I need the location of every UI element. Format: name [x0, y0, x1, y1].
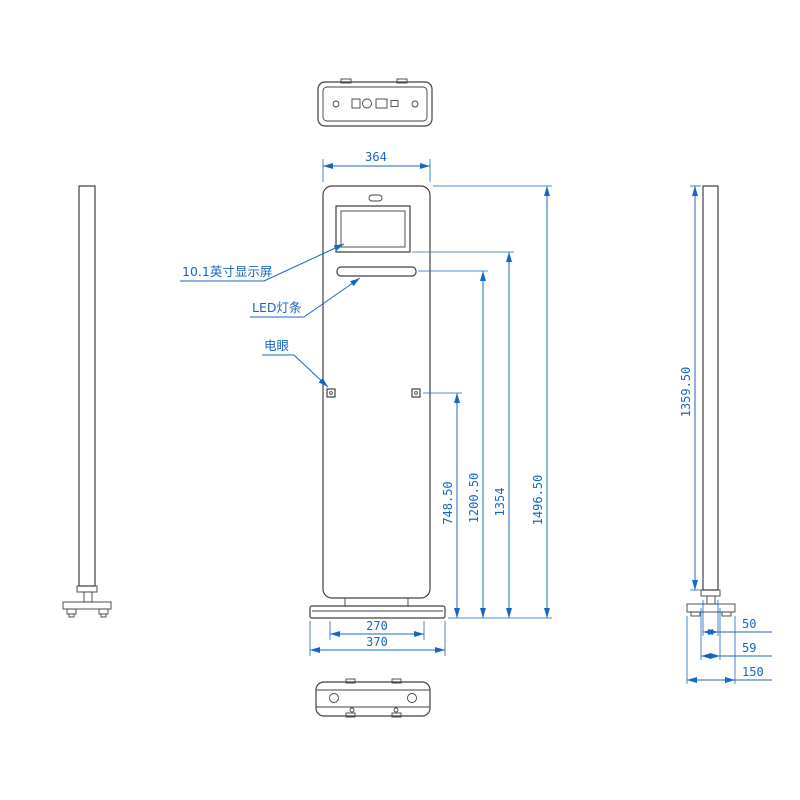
bottom-view-tab-top-1 — [345, 678, 356, 684]
left-pole-flange — [76, 585, 98, 593]
display-screen-bezel — [335, 205, 411, 253]
left-base-bolt-1 — [68, 613, 75, 618]
annotation-photo-eye: 电眼 — [262, 338, 329, 388]
annotation-led-strip: LED灯条 — [250, 277, 361, 318]
led-label: LED灯条 — [252, 300, 302, 315]
dim-label-1496-50: 1496.50 — [531, 475, 545, 526]
right-base-foot-2 — [721, 611, 732, 617]
top-view-outline — [317, 81, 433, 127]
dim-label-370: 370 — [366, 635, 388, 649]
left-pole-neck — [83, 591, 93, 603]
dimension-eye-height: 748.50 — [423, 392, 462, 618]
leader-line — [303, 277, 361, 318]
right-side-view — [686, 185, 736, 617]
dim-label-59: 59 — [742, 641, 756, 655]
front-view — [309, 185, 446, 619]
left-base-foot-2 — [98, 608, 109, 615]
right-pole-flange — [700, 589, 721, 597]
photo-eye-right — [411, 388, 421, 398]
right-base-foot-1 — [690, 611, 701, 617]
top-view-tab-left — [340, 78, 352, 84]
photo-eye-left — [326, 388, 336, 398]
display-label: 10.1英寸显示屏 — [182, 264, 272, 279]
photo-eye-right-lens — [414, 391, 418, 395]
left-base-bolt-2 — [100, 613, 107, 618]
dimension-base-outer-width: 370 — [309, 621, 446, 656]
left-base-foot-1 — [66, 608, 77, 615]
dimension-pole-height: 1359.50 — [679, 185, 701, 591]
dimension-front-width: 364 — [322, 150, 431, 182]
left-base-plate — [62, 601, 112, 610]
bottom-view-tab-bottom-2 — [391, 712, 402, 718]
front-top-logo — [368, 194, 383, 202]
dim-label-364: 364 — [365, 150, 387, 164]
front-base-plate — [309, 605, 446, 619]
top-view-tab-right — [396, 78, 408, 84]
top-view-port-2 — [375, 98, 388, 109]
dimension-total-height: 1496.50 — [433, 185, 552, 619]
front-body-outline — [322, 185, 431, 599]
dimension-pole-depth: 50 — [702, 600, 772, 636]
dim-label-748-50: 748.50 — [441, 481, 455, 524]
bottom-view-tab-top-2 — [391, 678, 402, 684]
left-pole-outline — [78, 185, 96, 587]
dimension-base-depth: 150 — [686, 616, 772, 684]
top-view-port-round — [362, 98, 372, 109]
top-view-port-3 — [390, 100, 399, 107]
bottom-view-outline — [315, 681, 431, 717]
top-view-screw-left — [332, 100, 340, 108]
dimension-screen-height: 1354 — [412, 251, 514, 618]
annotation-display: 10.1英寸显示屏 — [180, 243, 345, 282]
dimension-led-height: 1200.50 — [418, 270, 488, 618]
bottom-view-hole-left — [329, 693, 339, 703]
bottom-view-tab-bottom-1 — [345, 712, 356, 718]
bottom-view — [315, 678, 431, 718]
dim-label-1359-50: 1359.50 — [679, 367, 693, 418]
leader-line — [263, 243, 345, 282]
top-view-screw-right — [411, 100, 419, 108]
bottom-view-screw-1 — [349, 707, 355, 713]
right-pole-neck — [706, 595, 716, 605]
top-view-port-1 — [351, 98, 361, 109]
dim-label-1200-50: 1200.50 — [467, 473, 481, 524]
photo-eye-left-lens — [329, 391, 333, 395]
dimension-base-inner-width: 270 — [329, 619, 425, 640]
right-pole-outline — [702, 185, 719, 591]
left-side-view — [62, 185, 112, 618]
bottom-view-hole-right — [407, 693, 417, 703]
led-strip — [336, 266, 417, 277]
eye-label: 电眼 — [264, 338, 290, 353]
top-view — [317, 78, 433, 127]
dim-label-1354: 1354 — [493, 488, 507, 517]
display-screen-panel — [340, 210, 406, 248]
right-base-plate — [686, 603, 736, 613]
dim-label-150: 150 — [742, 665, 764, 679]
leader-line — [293, 354, 329, 388]
bottom-view-screw-2 — [393, 707, 399, 713]
dim-label-270: 270 — [366, 619, 388, 633]
dim-label-50: 50 — [742, 617, 756, 631]
top-view-inner-outline — [322, 86, 428, 122]
dimension-flange-depth: 59 — [700, 608, 772, 660]
